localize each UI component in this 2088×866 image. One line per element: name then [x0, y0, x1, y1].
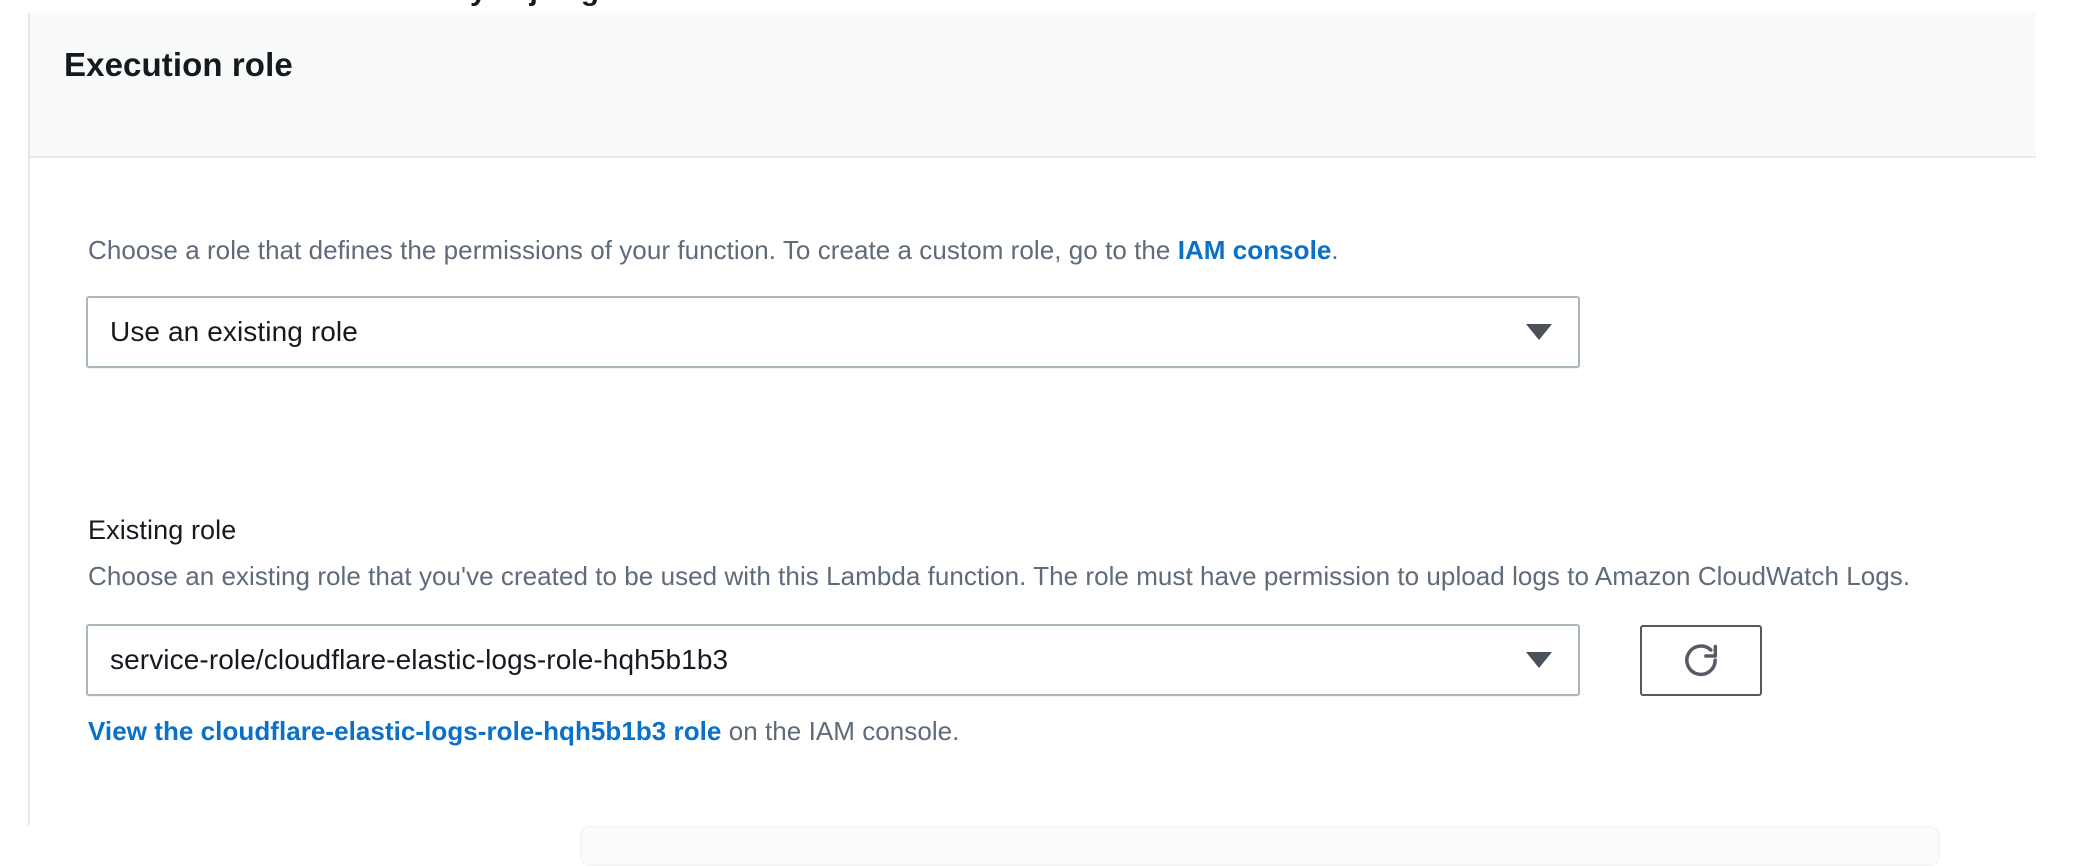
role-type-description: Choose a role that defines the permissio…: [88, 232, 1339, 268]
refresh-roles-button[interactable]: [1640, 625, 1762, 696]
role-type-description-text-2: .: [1331, 235, 1339, 265]
panel-header: Execution role: [30, 13, 2036, 158]
execution-role-panel: Execution role Choose a role that define…: [28, 13, 2036, 825]
existing-role-select-value: service-role/cloudflare-elastic-logs-rol…: [110, 644, 729, 675]
existing-role-description: Choose an existing role that you've crea…: [88, 561, 1911, 591]
role-type-select[interactable]: Use an existing role: [86, 296, 1580, 368]
role-type-select-value: Use an existing role: [110, 316, 358, 347]
view-role-line: View the cloudflare-elastic-logs-role-hq…: [88, 713, 959, 749]
refresh-icon: [1681, 641, 1721, 681]
role-type-description-text-1: Choose a role that defines the permissio…: [88, 235, 1178, 265]
existing-role-label: Existing role: [88, 515, 237, 545]
existing-role-select[interactable]: service-role/cloudflare-elastic-logs-rol…: [86, 624, 1580, 696]
iam-console-link[interactable]: IAM console: [1177, 235, 1332, 265]
view-role-suffix: on the IAM console.: [721, 716, 960, 746]
next-panel-peek: [580, 826, 1940, 866]
view-role-link[interactable]: View the cloudflare-elastic-logs-role-hq…: [88, 716, 722, 746]
clipped-text-above-panel: y ... j ... g: [0, 0, 2088, 8]
panel-body: Choose a role that defines the permissio…: [30, 160, 2036, 825]
chevron-down-icon: [1526, 324, 1552, 340]
page-title: Execution role: [64, 46, 293, 83]
chevron-down-icon: [1526, 652, 1552, 668]
